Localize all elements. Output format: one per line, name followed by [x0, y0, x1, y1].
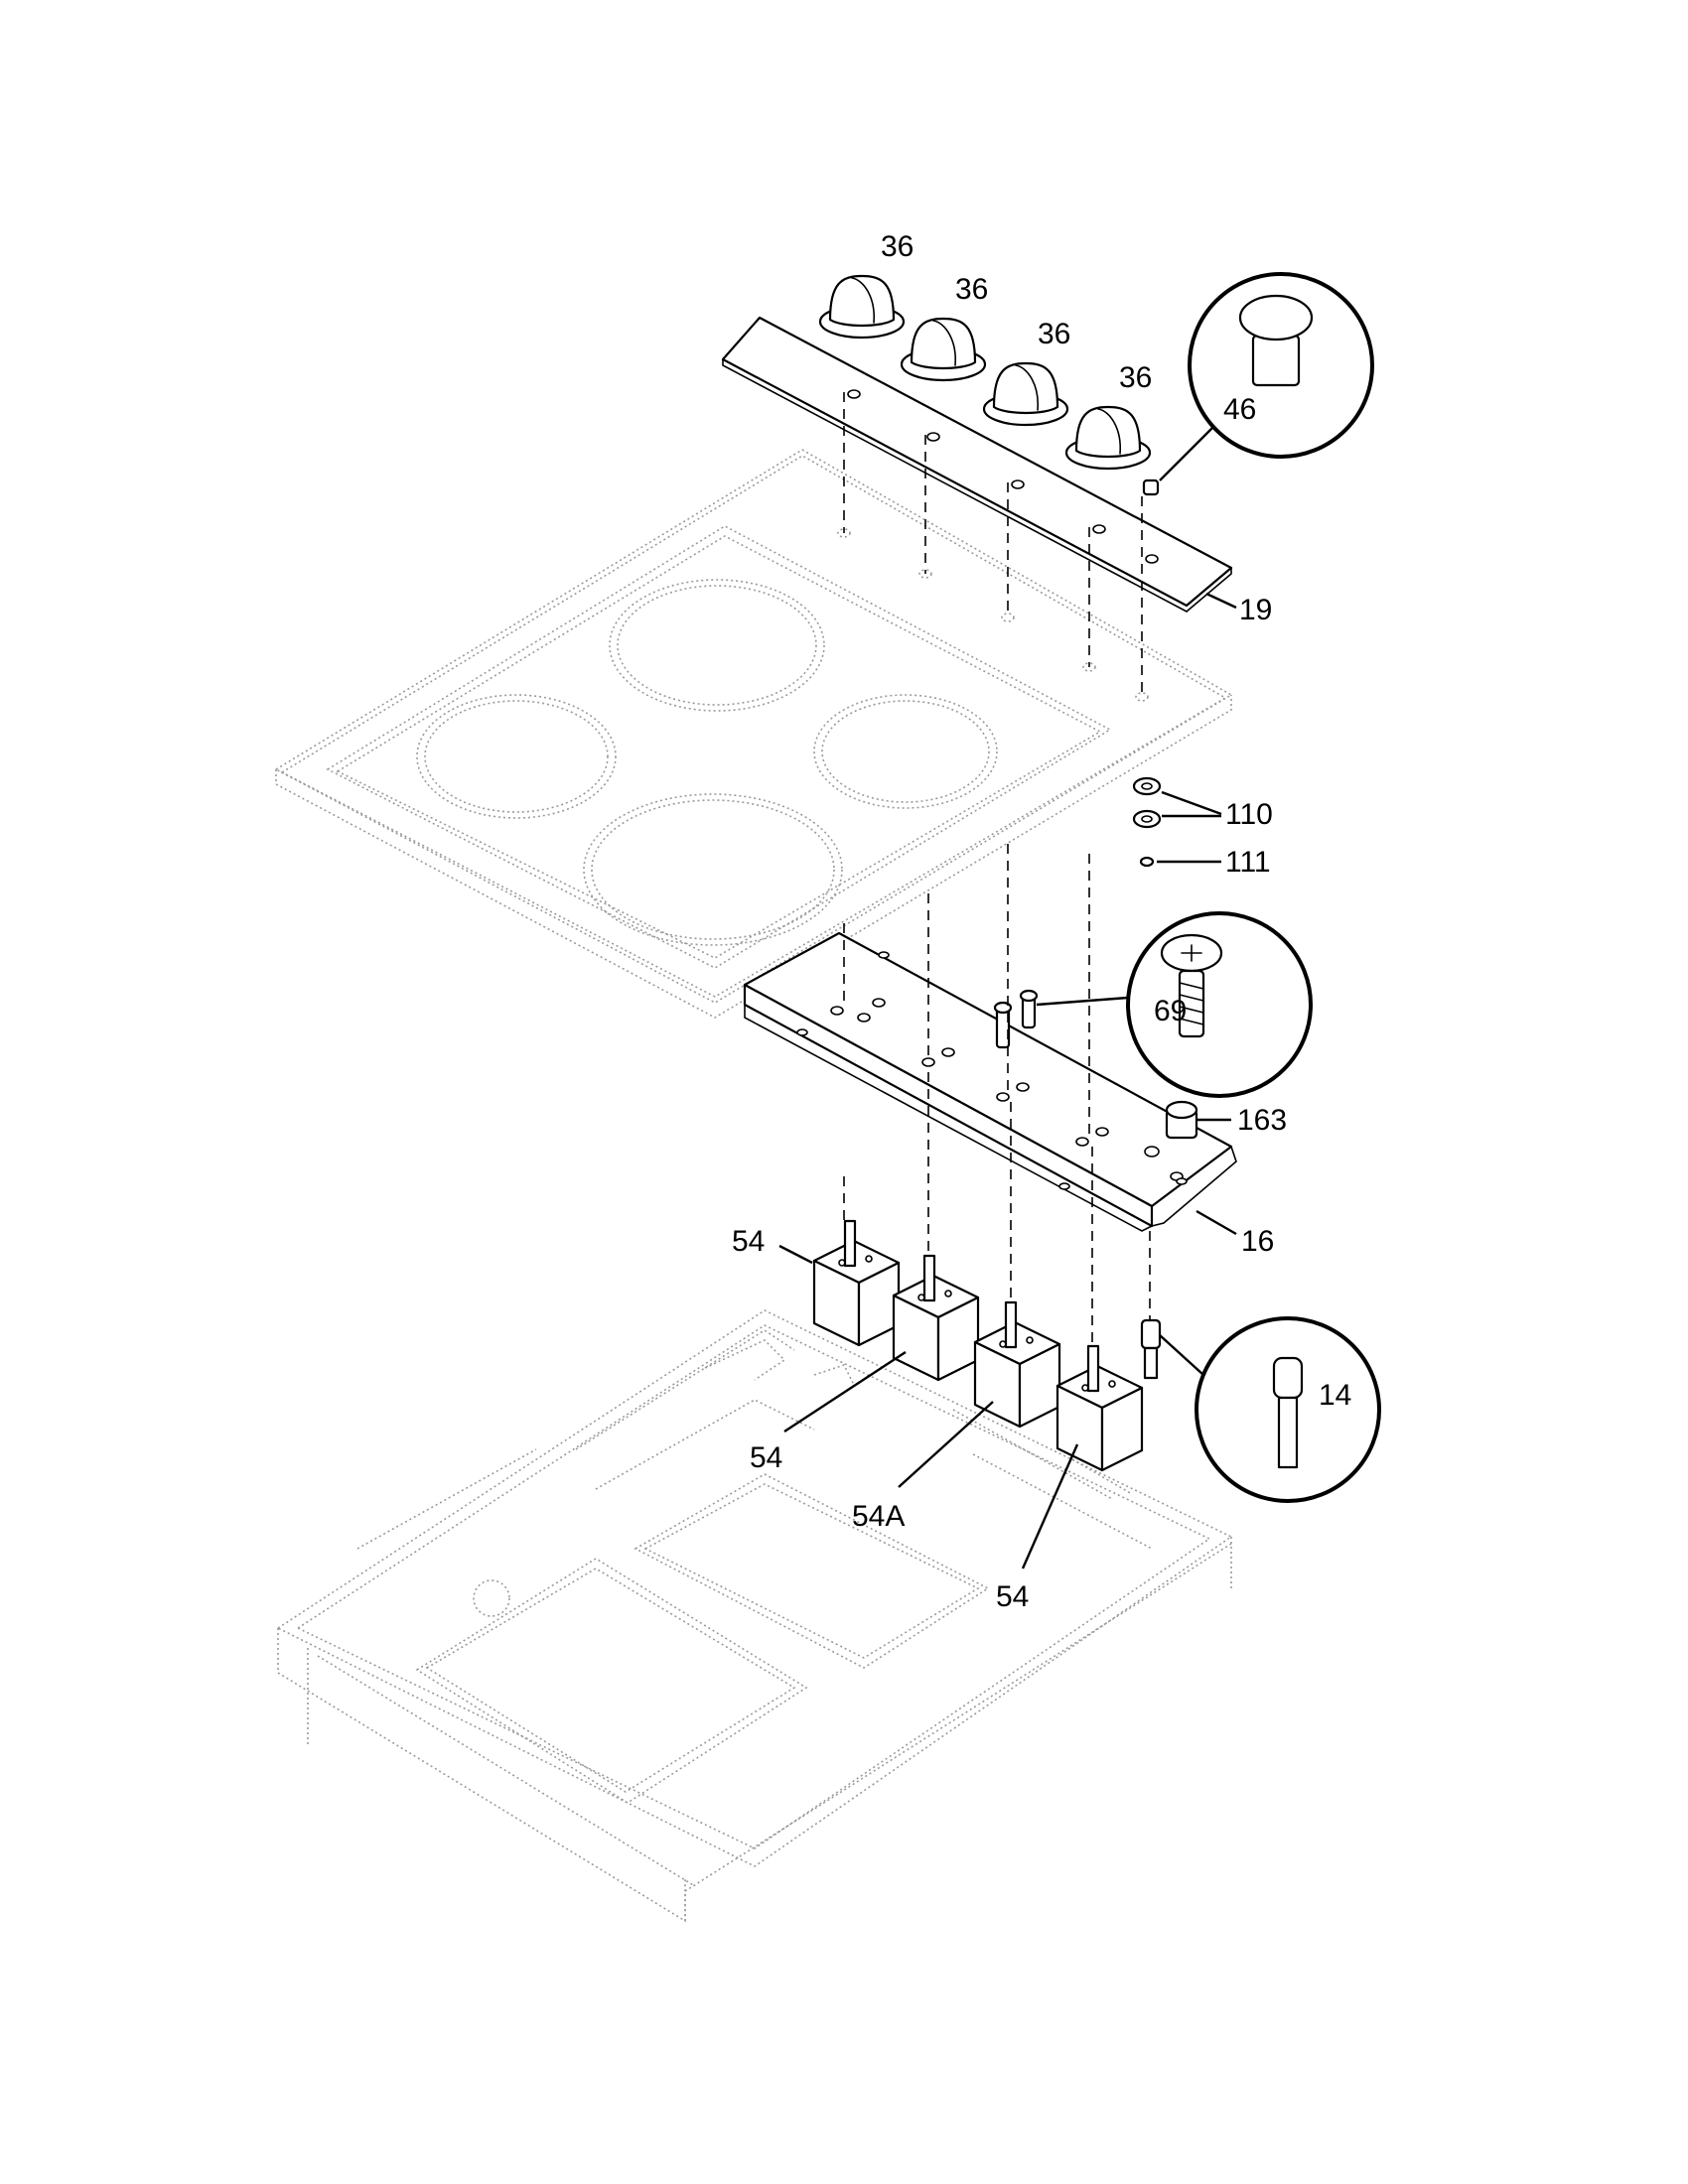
knob-3-icon — [982, 361, 1069, 427]
label-screw: 69 — [1154, 995, 1187, 1027]
label-indicator-cap: 46 — [1223, 393, 1256, 426]
callout-indicator-light — [1159, 1316, 1381, 1503]
alignment-lines — [843, 392, 1151, 1346]
knob-4-icon — [1064, 405, 1152, 471]
label-control-panel: 19 — [1239, 594, 1272, 626]
knob-2-icon — [900, 317, 987, 382]
label-switch-right: 54 — [996, 1580, 1029, 1613]
knob-1-icon — [818, 274, 906, 340]
washer-icon — [1132, 776, 1162, 829]
bushing-icon — [1165, 1100, 1198, 1185]
indicator-cap-small-icon — [1142, 478, 1160, 496]
label-switch-left: 54 — [732, 1225, 765, 1258]
label-washer: 110 — [1225, 798, 1273, 831]
label-indicator-light: 14 — [1319, 1379, 1351, 1412]
callout-screw — [1036, 911, 1313, 1098]
phantom-holes — [837, 528, 1149, 702]
label-nut: 111 — [1225, 846, 1271, 879]
label-knob-2: 36 — [955, 273, 988, 306]
label-bracket: 16 — [1241, 1225, 1274, 1258]
label-knob-1: 36 — [881, 230, 914, 263]
label-switch-mid-left: 54 — [750, 1441, 782, 1474]
label-knob-3: 36 — [1038, 318, 1070, 350]
glass-cooktop-phantom — [274, 449, 1233, 1019]
screw-small-icon — [993, 989, 1039, 1049]
indicator-light-small-icon — [1140, 1318, 1162, 1380]
bracket — [743, 931, 1237, 1232]
switch-right-icon — [1055, 1344, 1144, 1472]
part-labels: 36 36 36 36 46 19 110 111 69 163 16 54 5… — [732, 230, 1351, 1613]
label-bushing: 163 — [1237, 1104, 1287, 1137]
switch-mid-left-icon — [892, 1254, 980, 1382]
nut-icon — [1139, 856, 1155, 868]
cooktop-body-phantom — [276, 1309, 1233, 1923]
label-switch-mid-right: 54A — [852, 1500, 905, 1533]
leader-lines — [778, 592, 1237, 1570]
label-knob-4: 36 — [1119, 361, 1152, 394]
switch-mid-right-icon — [973, 1300, 1061, 1429]
callout-indicator-cap — [1159, 272, 1374, 481]
switch-left-icon — [812, 1219, 901, 1347]
control-panel — [721, 316, 1233, 613]
